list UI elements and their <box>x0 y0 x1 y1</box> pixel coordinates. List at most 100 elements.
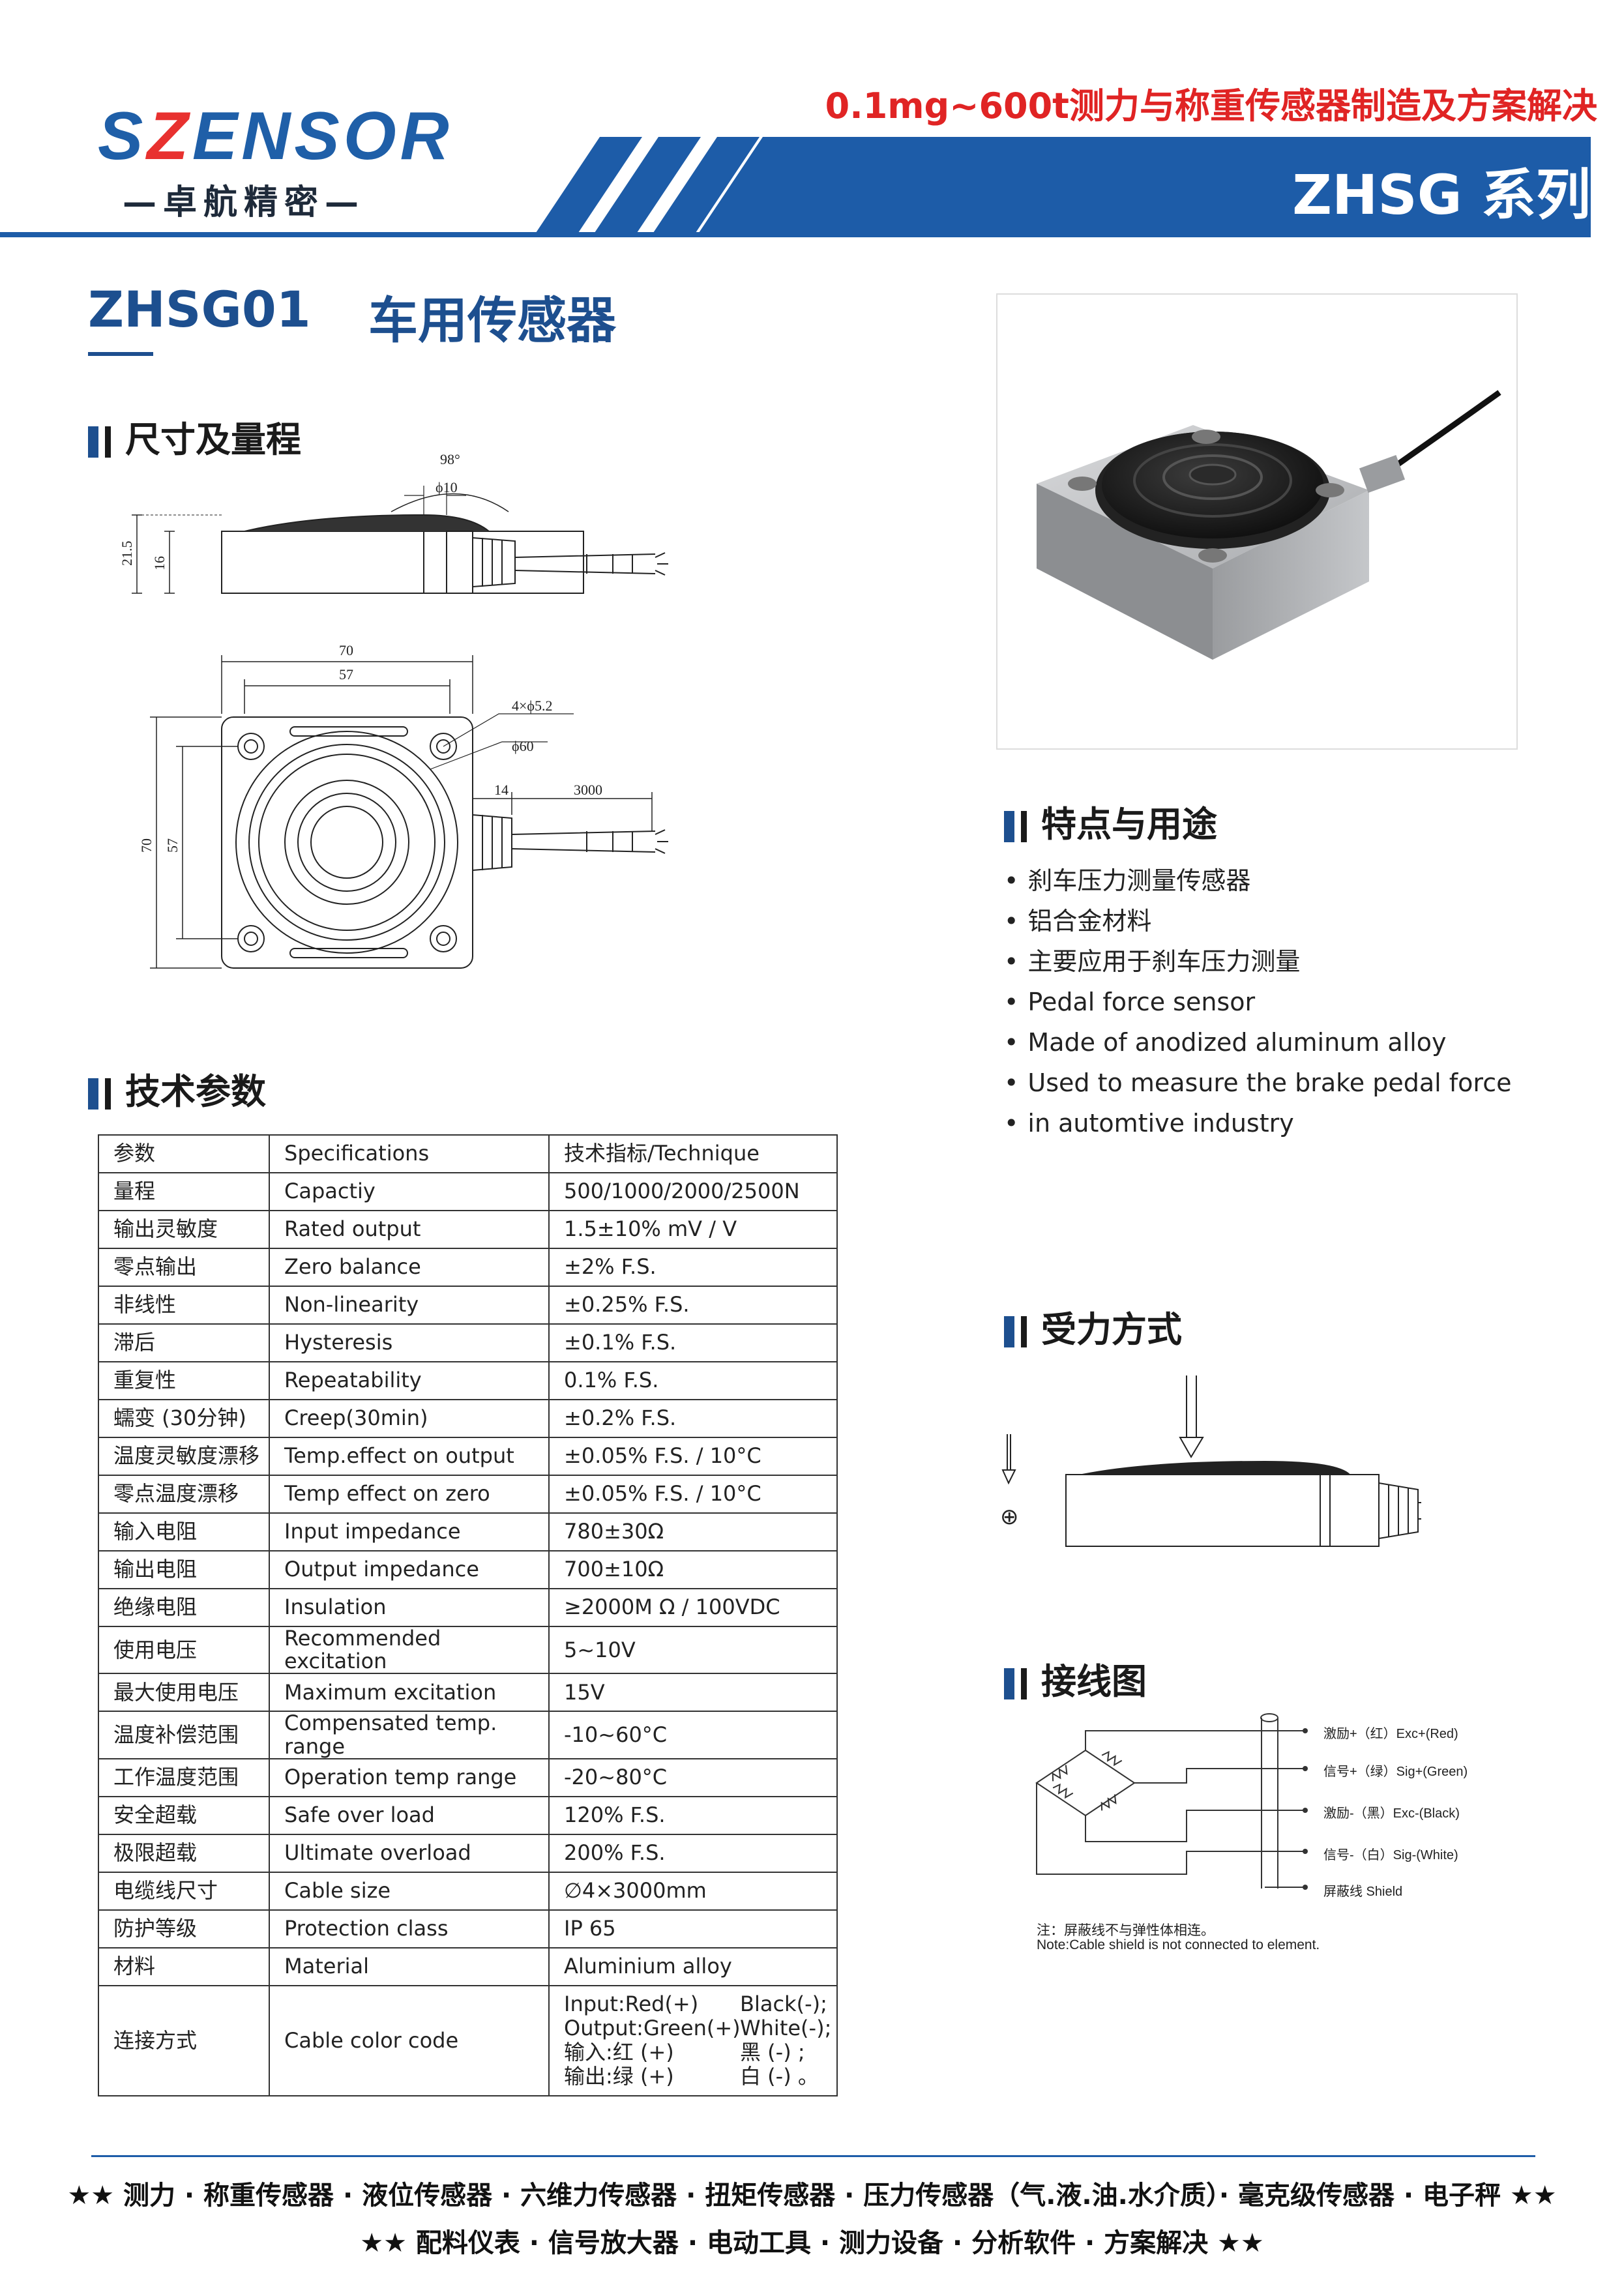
table-cell: 700±10Ω <box>548 1550 838 1589</box>
table-cell: ±2% F.S. <box>548 1248 838 1287</box>
product-model: ZHSG01 <box>88 280 311 338</box>
table-cell: 工作温度范围 <box>98 1757 270 1797</box>
table-cell: Temp.effect on output <box>269 1437 550 1476</box>
table-header-cell: 技术指标/Technique <box>548 1134 838 1173</box>
wire-label-exc-pos: 激励+（红）Exc+(Red) <box>1323 1727 1458 1741</box>
title-underline <box>88 352 153 356</box>
table-cell: Insulation <box>269 1588 550 1627</box>
plus-symbol: ⊕ <box>1000 1504 1019 1530</box>
cable-color-text: Input:Red(+) <box>564 1991 699 2016</box>
logo: SZENSOR <box>98 98 453 174</box>
table-cell: Capactiy <box>269 1172 550 1211</box>
dim-w70: 70 <box>339 642 353 658</box>
table-cell: Repeatability <box>269 1361 550 1400</box>
series-title: ZHSG 系列 <box>1292 163 1591 227</box>
table-cell: -20~80°C <box>548 1757 838 1797</box>
wiring-note-en: Note:Cable shield is not connected to el… <box>1037 1937 1320 1952</box>
table-cell: Maximum excitation <box>269 1673 550 1713</box>
feature-list: 刹车压力测量传感器 铝合金材料 主要应用于刹车压力测量 Pedal force … <box>1004 860 1511 1143</box>
table-cell: ±0.25% F.S. <box>548 1286 838 1325</box>
section-wiring-heading: 接线图 <box>1004 1653 1147 1704</box>
table-cell: 滞后 <box>98 1323 270 1362</box>
dim-d10: ϕ10 <box>436 479 458 495</box>
table-cell: ≥2000M Ω / 100VDC <box>548 1588 838 1627</box>
table-cell: Operation temp range <box>269 1757 550 1797</box>
header: SZENSOR —卓航精密— 0.1mg~600t测力与称重传感器制造及方案解决… <box>0 0 1624 241</box>
table-cell: 最大使用电压 <box>98 1673 270 1713</box>
table-cell: 780±30Ω <box>548 1512 838 1551</box>
section-specs-heading: 技术参数 <box>88 1063 266 1114</box>
footer-line-2: ★★ 配料仪表 · 信号放大器 · 电动工具 · 测力设备 · 分析软件 · 方… <box>360 2228 1264 2258</box>
wire-label-exc-neg: 激励-（黑）Exc-(Black) <box>1323 1806 1460 1821</box>
table-cell: Hysteresis <box>269 1323 550 1362</box>
feature-item: 铝合金材料 <box>1004 901 1511 941</box>
table-cell: 1.5±10% mV / V <box>548 1210 838 1249</box>
dim-side70: 70 <box>138 838 155 853</box>
footer-line-1: ★★ 测力 · 称重传感器 · 液位传感器 · 六维力传感器 · 扭矩传感器 ·… <box>67 2181 1557 2211</box>
dim-d60: ϕ60 <box>512 738 534 754</box>
slogan: 0.1mg~600t测力与称重传感器制造及方案解决 <box>825 85 1597 126</box>
table-cell: 防护等级 <box>98 1909 270 1948</box>
table-cell: 120% F.S. <box>548 1795 838 1835</box>
table-cell: 绝缘电阻 <box>98 1588 270 1627</box>
table-cell: Zero balance <box>269 1248 550 1287</box>
table-cell: Input impedance <box>269 1512 550 1551</box>
dim-l14: 14 <box>494 782 509 798</box>
table-header-cell: 参数 <box>98 1134 270 1173</box>
table-cell: 量程 <box>98 1172 270 1211</box>
dim-cable-len: 3000 <box>574 782 602 798</box>
table-cell: ∅4×3000mm <box>548 1871 838 1911</box>
dim-side57: 57 <box>164 838 181 853</box>
table-cell: Material <box>269 1947 550 1986</box>
wire-label-shield: 屏蔽线 Shield <box>1323 1885 1403 1899</box>
wire-label-sig-pos: 信号+（绿）Sig+(Green) <box>1323 1765 1468 1779</box>
table-cell: 非线性 <box>98 1286 270 1325</box>
table-cell: 200% F.S. <box>548 1833 838 1873</box>
cable-color-text: 白 (-) 。 <box>740 2064 819 2089</box>
dim-holes: 4×ϕ5.2 <box>512 698 553 714</box>
dim-w57: 57 <box>339 666 353 683</box>
table-cell: -10~60°C <box>548 1711 838 1759</box>
table-cell: 极限超载 <box>98 1833 270 1873</box>
wiring-diagram <box>1035 1713 1308 1890</box>
table-cell: 材料 <box>98 1947 270 1986</box>
feature-item: Pedal force sensor <box>1004 982 1511 1022</box>
table-cell: Temp effect on zero <box>269 1475 550 1514</box>
section-dimensions-heading: 尺寸及量程 <box>88 411 301 462</box>
feature-item: 刹车压力测量传感器 <box>1004 860 1511 901</box>
table-cell: 0.1% F.S. <box>548 1361 838 1400</box>
table-cell: Aluminium alloy <box>548 1947 838 1986</box>
dim-h-total: 21.5 <box>119 541 135 566</box>
dimension-drawing: 98° ϕ10 21.5 16 70 57 4×ϕ5.2 ϕ60 14 3000… <box>119 451 668 969</box>
cable-color-text: 输出:绿 (+) <box>564 2064 674 2089</box>
loading-diagram: ⊕ <box>1000 1375 1421 1547</box>
cable-color-grid: Input:Red(+)Black(-);Output:Green(+)Whit… <box>564 1986 836 2095</box>
header-banner <box>0 137 1591 237</box>
table-cell: Safe over load <box>269 1795 550 1835</box>
table-cell: 使用电压 <box>98 1625 270 1675</box>
dim-h-body: 16 <box>151 556 168 570</box>
table-cell: 连接方式 <box>98 1984 270 2096</box>
table-header-cell: Specifications <box>269 1134 550 1173</box>
wire-label-sig-neg: 信号-（白）Sig-(White) <box>1323 1848 1458 1862</box>
table-cell: 15V <box>548 1673 838 1713</box>
product-photo-frame <box>996 293 1518 750</box>
table-cell: 电缆线尺寸 <box>98 1871 270 1911</box>
table-cell: IP 65 <box>548 1909 838 1948</box>
table-cell: ±0.1% F.S. <box>548 1323 838 1362</box>
cable-color-text: Black(-); <box>740 1991 827 2016</box>
